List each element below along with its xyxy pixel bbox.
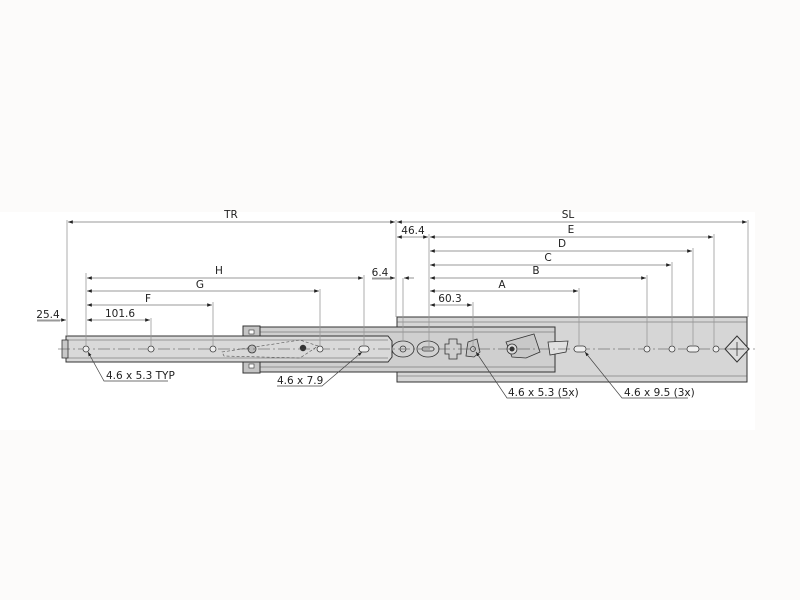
dim-F: F — [145, 293, 151, 305]
dim-6-4: 6.4 — [372, 267, 389, 279]
dim-C: C — [544, 252, 551, 264]
dim-B: B — [532, 265, 539, 277]
dim-TR: TR — [223, 209, 238, 221]
dim-SL: SL — [562, 209, 575, 221]
outer-holes — [573, 345, 720, 353]
callout-hole-5x: 4.6 x 5.3 (5x) — [508, 387, 579, 399]
dim-60-3: 60.3 — [438, 293, 461, 305]
dim-25-4: 25.4 — [36, 309, 60, 321]
dim-D: D — [558, 238, 566, 250]
callout-hole-typ: 4.6 x 5.3 TYP — [106, 370, 175, 382]
dim-E: E — [568, 224, 575, 236]
dim-H: H — [215, 265, 223, 277]
dim-A: A — [498, 279, 506, 291]
dim-G: G — [196, 279, 204, 291]
mechanism — [391, 333, 569, 360]
callout-slot-7-9: 4.6 x 7.9 — [277, 375, 323, 387]
dim-101-6: 101.6 — [105, 308, 135, 320]
leader-lines — [87, 351, 688, 399]
dim-46-4: 46.4 — [401, 225, 425, 237]
callout-slot-3x: 4.6 x 9.5 (3x) — [624, 387, 695, 399]
dimension-lines — [37, 220, 747, 322]
extension-lines — [66, 220, 749, 349]
